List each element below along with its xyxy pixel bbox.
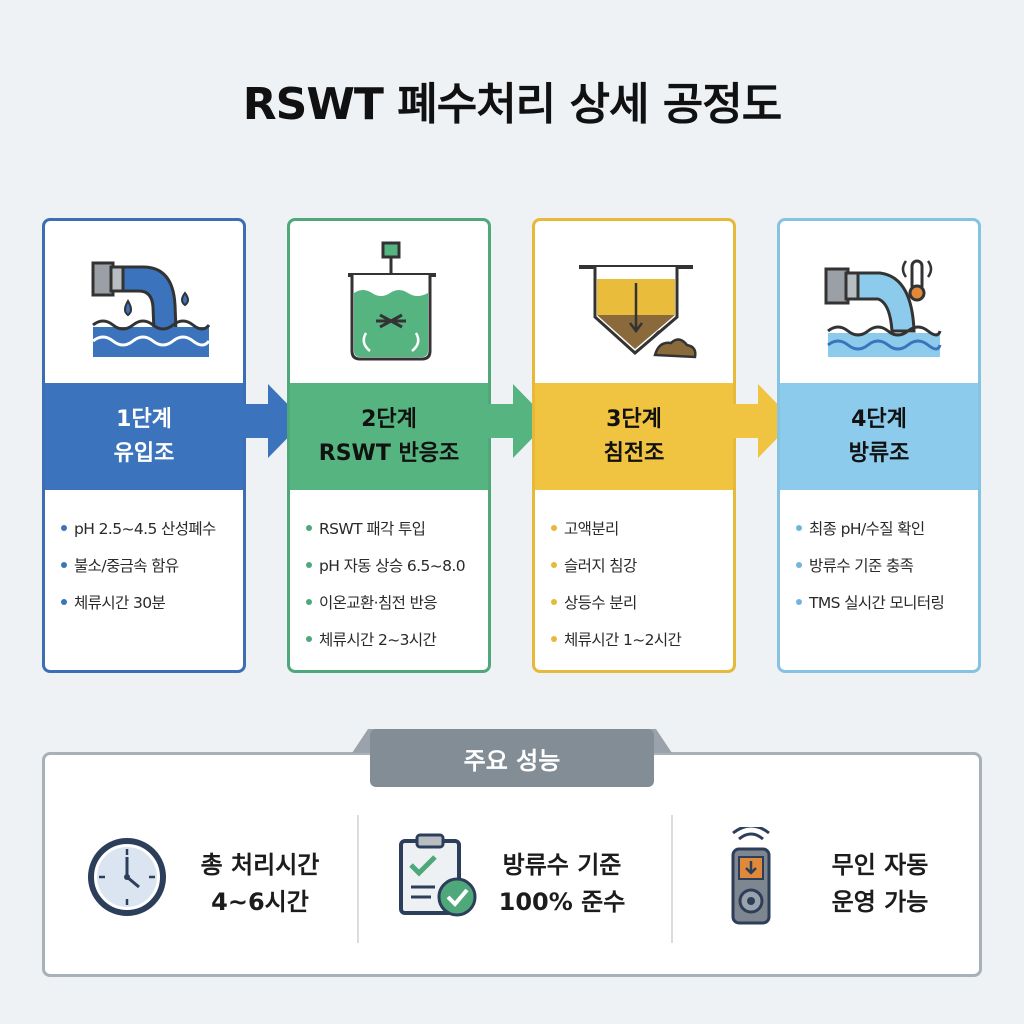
performance-item-automation: 무인 자동 운영 가능 bbox=[709, 807, 979, 947]
page-title: RSWT 폐수처리 상세 공정도 bbox=[242, 79, 782, 130]
inflow-pipe-icon bbox=[91, 261, 211, 357]
bullet-item: 체류시간 30분 bbox=[61, 585, 237, 622]
bullet-item: 방류수 기준 충족 bbox=[796, 548, 972, 585]
bullet-item: 상등수 분리 bbox=[551, 585, 727, 622]
stage-name: RSWT 반응조 bbox=[318, 440, 460, 466]
performance-text: 총 처리시간 4~6시간 bbox=[200, 851, 320, 916]
divider bbox=[671, 815, 673, 943]
stage-card-1: 1단계 유입조 pH 2.5~4.5 산성폐수 불소/중금속 함유 체류시간 3… bbox=[42, 218, 246, 673]
flow-arrow-icon bbox=[483, 384, 549, 458]
bullet-item: RSWT 패각 투입 bbox=[306, 511, 482, 548]
stage-bullets: 최종 pH/수질 확인 방류수 기준 충족 TMS 실시간 모니터링 bbox=[796, 511, 972, 622]
bullet-item: TMS 실시간 모니터링 bbox=[796, 585, 972, 622]
stage-step: 3단계 bbox=[606, 406, 662, 432]
clock-icon bbox=[88, 838, 166, 916]
stage-band-3: 3단계 침전조 bbox=[535, 383, 733, 490]
bullet-item: 고액분리 bbox=[551, 511, 727, 548]
bullet-item: 이온교환·침전 반응 bbox=[306, 585, 482, 622]
performance-text: 무인 자동 운영 가능 bbox=[831, 851, 929, 916]
stage-step: 1단계 bbox=[116, 406, 172, 432]
discharge-pipe-icon bbox=[824, 259, 942, 357]
stage-bullets: RSWT 패각 투입 pH 자동 상승 6.5~8.0 이온교환·침전 반응 체… bbox=[306, 511, 482, 659]
clipboard-check-icon bbox=[399, 833, 477, 917]
bullet-item: 최종 pH/수질 확인 bbox=[796, 511, 972, 548]
stage-band-2: 2단계 RSWT 반응조 bbox=[290, 383, 488, 490]
stage-name: 침전조 bbox=[603, 440, 665, 466]
stage-bullets: 고액분리 슬러지 침강 상등수 분리 체류시간 1~2시간 bbox=[551, 511, 727, 659]
stage-card-3: 3단계 침전조 고액분리 슬러지 침강 상등수 분리 체류시간 1~2시간 bbox=[532, 218, 736, 673]
performance-item-compliance: 방류수 기준 100% 준수 bbox=[391, 807, 661, 947]
bullet-item: pH 자동 상승 6.5~8.0 bbox=[306, 548, 482, 585]
stage-band-4: 4단계 방류조 bbox=[780, 383, 978, 490]
stage-name: 방류조 bbox=[848, 440, 910, 466]
stage-card-4: 4단계 방류조 최종 pH/수질 확인 방류수 기준 충족 TMS 실시간 모니… bbox=[777, 218, 981, 673]
bullet-item: pH 2.5~4.5 산성폐수 bbox=[61, 511, 237, 548]
stage-card-2: 2단계 RSWT 반응조 RSWT 패각 투입 pH 자동 상승 6.5~8.0… bbox=[287, 218, 491, 673]
settling-tank-icon bbox=[579, 265, 697, 359]
mixer-tank-icon bbox=[348, 241, 436, 361]
stage-step: 2단계 bbox=[361, 406, 417, 432]
divider bbox=[357, 815, 359, 943]
stage-name: 유입조 bbox=[113, 440, 175, 466]
flow-arrow-icon bbox=[728, 384, 794, 458]
bullet-item: 불소/중금속 함유 bbox=[61, 548, 237, 585]
performance-item-time: 총 처리시간 4~6시간 bbox=[81, 807, 351, 947]
stage-step: 4단계 bbox=[851, 406, 907, 432]
bullet-item: 슬러지 침강 bbox=[551, 548, 727, 585]
performance-heading: 주요 성능 bbox=[370, 729, 654, 787]
performance-text: 방류수 기준 100% 준수 bbox=[498, 851, 626, 916]
flow-arrow-icon bbox=[238, 384, 304, 458]
bullet-item: 체류시간 1~2시간 bbox=[551, 622, 727, 659]
performance-panel: 총 처리시간 4~6시간 방류수 기준 100% 준수 무인 bbox=[42, 752, 982, 977]
stage-band-1: 1단계 유입조 bbox=[45, 383, 243, 490]
bullet-item: 체류시간 2~3시간 bbox=[306, 622, 482, 659]
stage-bullets: pH 2.5~4.5 산성폐수 불소/중금속 함유 체류시간 30분 bbox=[61, 511, 237, 622]
remote-control-icon bbox=[731, 827, 771, 925]
